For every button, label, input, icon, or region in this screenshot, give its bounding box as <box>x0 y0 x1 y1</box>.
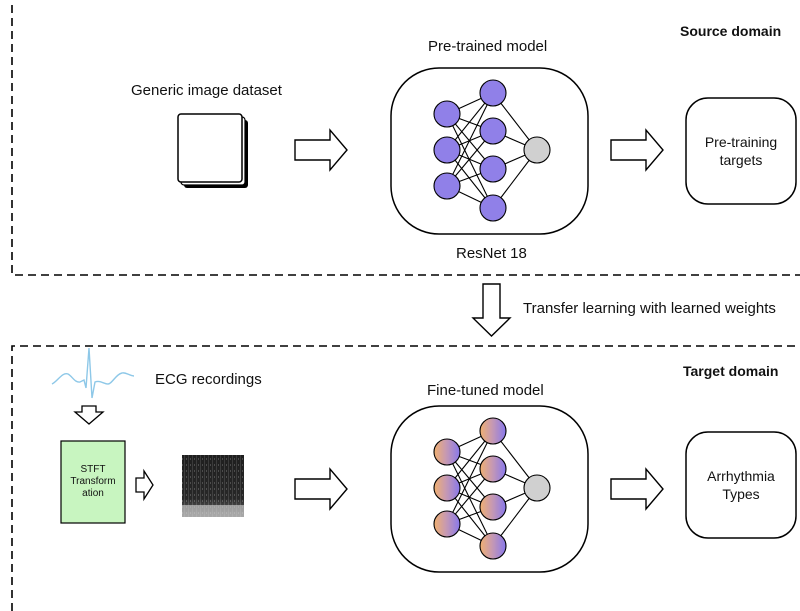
target-domain-frame <box>11 345 800 611</box>
target-domain-label: Target domain <box>683 363 779 379</box>
arrow-right-icon <box>294 467 348 511</box>
source-domain-label: Source domain <box>680 23 782 39</box>
spectrogram-image <box>182 455 244 517</box>
arrhythmia-types-text: Arrhythmia Types <box>686 467 796 503</box>
arrhythmia-types-line2: Types <box>722 486 760 502</box>
dataset-stack-icon <box>177 113 248 188</box>
pretraining-targets-box <box>685 97 797 205</box>
neural-network-icon <box>433 417 551 560</box>
arrow-right-icon <box>135 468 154 502</box>
stft-label: STFT Transform ation <box>61 464 125 500</box>
stft-transformation-box <box>60 440 126 524</box>
model-name-label: ResNet 18 <box>456 245 527 262</box>
transfer-learning-label: Transfer learning with learned weights <box>523 300 776 317</box>
pretraining-targets-line1: Pre-training <box>704 134 778 150</box>
arrow-down-icon <box>471 283 512 337</box>
arrow-down-icon <box>73 405 105 425</box>
pretrained-model-label: Pre-trained model <box>428 38 548 55</box>
arrow-right-icon <box>294 128 348 172</box>
ecg-recordings-label: ECG recordings <box>155 371 262 388</box>
stft-line1: STFT <box>80 464 106 475</box>
source-domain-frame <box>11 5 800 276</box>
arrow-right-icon <box>610 467 664 511</box>
pretraining-targets-line2: targets <box>719 152 763 168</box>
arrhythmia-types-box <box>685 431 797 539</box>
neural-network-icon <box>433 79 551 222</box>
finetuned-model-label: Fine-tuned model <box>427 382 544 399</box>
stft-line3: ation <box>82 488 104 499</box>
stft-line2: Transform <box>70 476 116 487</box>
arrow-right-icon <box>610 128 664 172</box>
pretraining-targets-text: Pre-training targets <box>686 133 796 169</box>
dataset-label: Generic image dataset <box>131 82 282 99</box>
ecg-waveform-icon <box>51 347 135 399</box>
arrhythmia-types-line1: Arrhythmia <box>707 468 775 484</box>
